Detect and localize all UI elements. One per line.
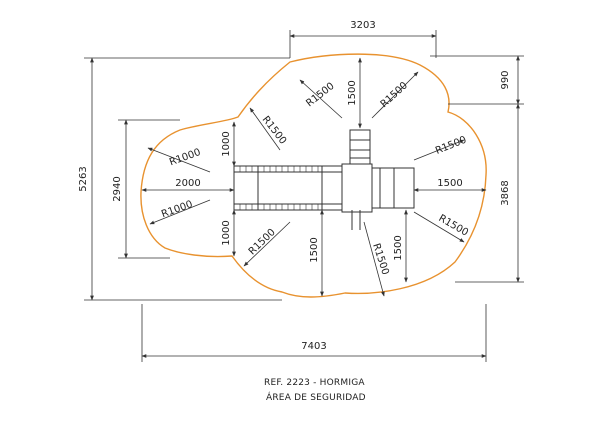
dim-label-lower-center: 1500	[309, 237, 320, 262]
dim-label-bottom: 7403	[301, 341, 326, 352]
dim-label-top: 3203	[350, 20, 375, 31]
dim-label-inner-right: 1500	[437, 178, 462, 189]
ladder	[349, 129, 371, 165]
radius-label: R1500	[436, 213, 470, 239]
safety-area-outline	[140, 53, 487, 298]
dim-label-right-top: 990	[500, 70, 511, 89]
dim-label-left-outer: 5263	[78, 166, 89, 191]
radius-leader	[413, 211, 465, 243]
deck-hatching	[239, 166, 319, 210]
dim-label-right-main: 3868	[500, 180, 511, 205]
radius-leader	[147, 147, 211, 173]
radius-label: R1500	[379, 80, 410, 110]
radius-leader	[413, 139, 465, 161]
radius-leader	[363, 221, 385, 297]
dim-label-lower-right: 1500	[393, 235, 404, 260]
caption-reference: REF. 2223 - HORMIGA	[264, 378, 365, 388]
radius-label: R1500	[247, 227, 278, 257]
radius-label: R1500	[304, 81, 336, 110]
radius-label: R1000	[168, 147, 202, 168]
radius-leader	[243, 221, 291, 267]
radius-leader	[249, 107, 281, 151]
radius-leader	[299, 79, 343, 119]
play-structure	[233, 129, 415, 230]
tower	[341, 163, 373, 213]
dim-label-lower-left: 1000	[221, 220, 232, 245]
dim-label-left-inner: 2940	[112, 176, 123, 201]
slide-box	[371, 167, 415, 209]
dim-label-top-center: 1500	[347, 80, 358, 105]
caption-title: ÁREA DE SEGURIDAD	[266, 391, 366, 403]
radius-label: R1500	[434, 135, 468, 157]
radius-label: R1000	[160, 199, 194, 220]
radius-leader	[371, 71, 419, 119]
deck-platform	[233, 165, 343, 211]
dim-label-upper-left: 1000	[221, 131, 232, 156]
radius-label: R1500	[370, 242, 390, 276]
radius-leader	[149, 199, 211, 225]
dim-label-inner-left: 2000	[175, 178, 200, 189]
